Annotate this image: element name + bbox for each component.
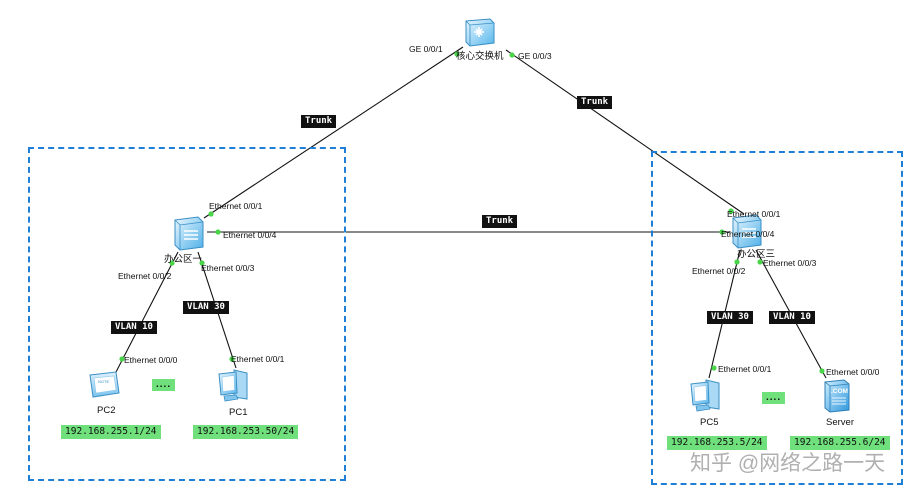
port-dot-o3-up <box>728 208 734 214</box>
office3-port-pc5: Ethernet 0/0/2 <box>692 266 746 276</box>
office3-vlan-pc5: VLAN 30 <box>707 311 753 324</box>
office1-vlan-pc2: VLAN 10 <box>111 321 157 334</box>
office1-switch-icon[interactable] <box>170 214 206 257</box>
office1-port-trunk: Ethernet 0/0/4 <box>223 230 277 240</box>
pc1-port-label: Ethernet 0/0/1 <box>231 354 285 364</box>
pc2-port-label: Ethernet 0/0/0 <box>124 355 178 365</box>
watermark-text: 知乎 @网络之路一天 <box>690 452 886 475</box>
server-badge-text: .COM <box>831 388 848 395</box>
office3-switch-icon[interactable] <box>728 212 764 255</box>
office3-port-trunk: Ethernet 0/0/4 <box>721 229 775 239</box>
pc5-name: PC5 <box>700 417 719 428</box>
pc5-port-label: Ethernet 0/0/1 <box>718 364 772 374</box>
office1-port-pc1: Ethernet 0/0/3 <box>201 263 255 273</box>
server-name: Server <box>826 417 854 428</box>
core-port-left: GE 0/0/1 <box>409 44 443 54</box>
pc2-icon[interactable]: NOTE <box>87 369 121 404</box>
link-core-office1 <box>203 46 464 219</box>
pc2-screen-text: NOTE <box>98 379 109 384</box>
trunk-label-middle: Trunk <box>482 215 518 228</box>
pc1-ip: 192.168.253.50/24 <box>193 425 299 439</box>
office3-zone <box>651 151 903 485</box>
link-office1-pc2 <box>115 251 179 373</box>
port-dot-o1-up <box>208 211 214 217</box>
port-dot-o3-pc5 <box>734 259 740 265</box>
port-dot-o1-pc1 <box>199 260 205 266</box>
port-dot-pc1 <box>229 356 235 362</box>
core-switch-name: 核心交换机 <box>456 51 504 62</box>
pc5-icon[interactable] <box>688 376 722 419</box>
office3-more-dots: .... <box>762 392 786 404</box>
office1-port-up: Ethernet 0/0/1 <box>209 201 263 211</box>
server-icon[interactable]: .COM <box>822 377 852 418</box>
office1-switch-name: 办公区一 <box>164 254 203 265</box>
port-dot-o3-trunk <box>719 229 725 235</box>
core-switch-icon[interactable] <box>462 15 496 54</box>
port-dot-o3-server <box>757 259 763 265</box>
office1-more-dots: .... <box>152 379 176 391</box>
link-core-office3 <box>505 49 745 215</box>
server-port-label: Ethernet 0/0/0 <box>826 367 880 377</box>
office1-vlan-pc1: VLAN 30 <box>183 301 229 314</box>
office1-zone <box>28 147 346 481</box>
port-dot-core-right <box>509 52 515 58</box>
port-dot-server <box>819 368 825 374</box>
port-dot-pc5 <box>711 365 717 371</box>
port-dot-o1-trunk <box>215 229 221 235</box>
pc1-icon[interactable] <box>216 366 250 409</box>
office3-port-server: Ethernet 0/0/3 <box>763 258 817 268</box>
pc1-name: PC1 <box>229 407 248 418</box>
server-ip: 192.168.255.6/24 <box>790 436 890 450</box>
trunk-label-right: Trunk <box>577 96 613 109</box>
office3-switch-name: 办公区三 <box>737 249 776 260</box>
pc2-ip: 192.168.255.1/24 <box>61 425 161 439</box>
pc5-ip: 192.168.253.5/24 <box>667 436 767 450</box>
port-dot-pc2 <box>119 356 125 362</box>
office3-port-up: Ethernet 0/0/1 <box>727 209 781 219</box>
office1-port-pc2: Ethernet 0/0/2 <box>118 271 172 281</box>
core-port-right: GE 0/0/3 <box>518 51 552 61</box>
trunk-label-left: Trunk <box>301 115 337 128</box>
office3-vlan-server: VLAN 10 <box>769 311 815 324</box>
port-dot-core-left <box>454 51 460 57</box>
pc2-name: PC2 <box>97 405 116 416</box>
port-dot-o1-pc2 <box>169 260 175 266</box>
